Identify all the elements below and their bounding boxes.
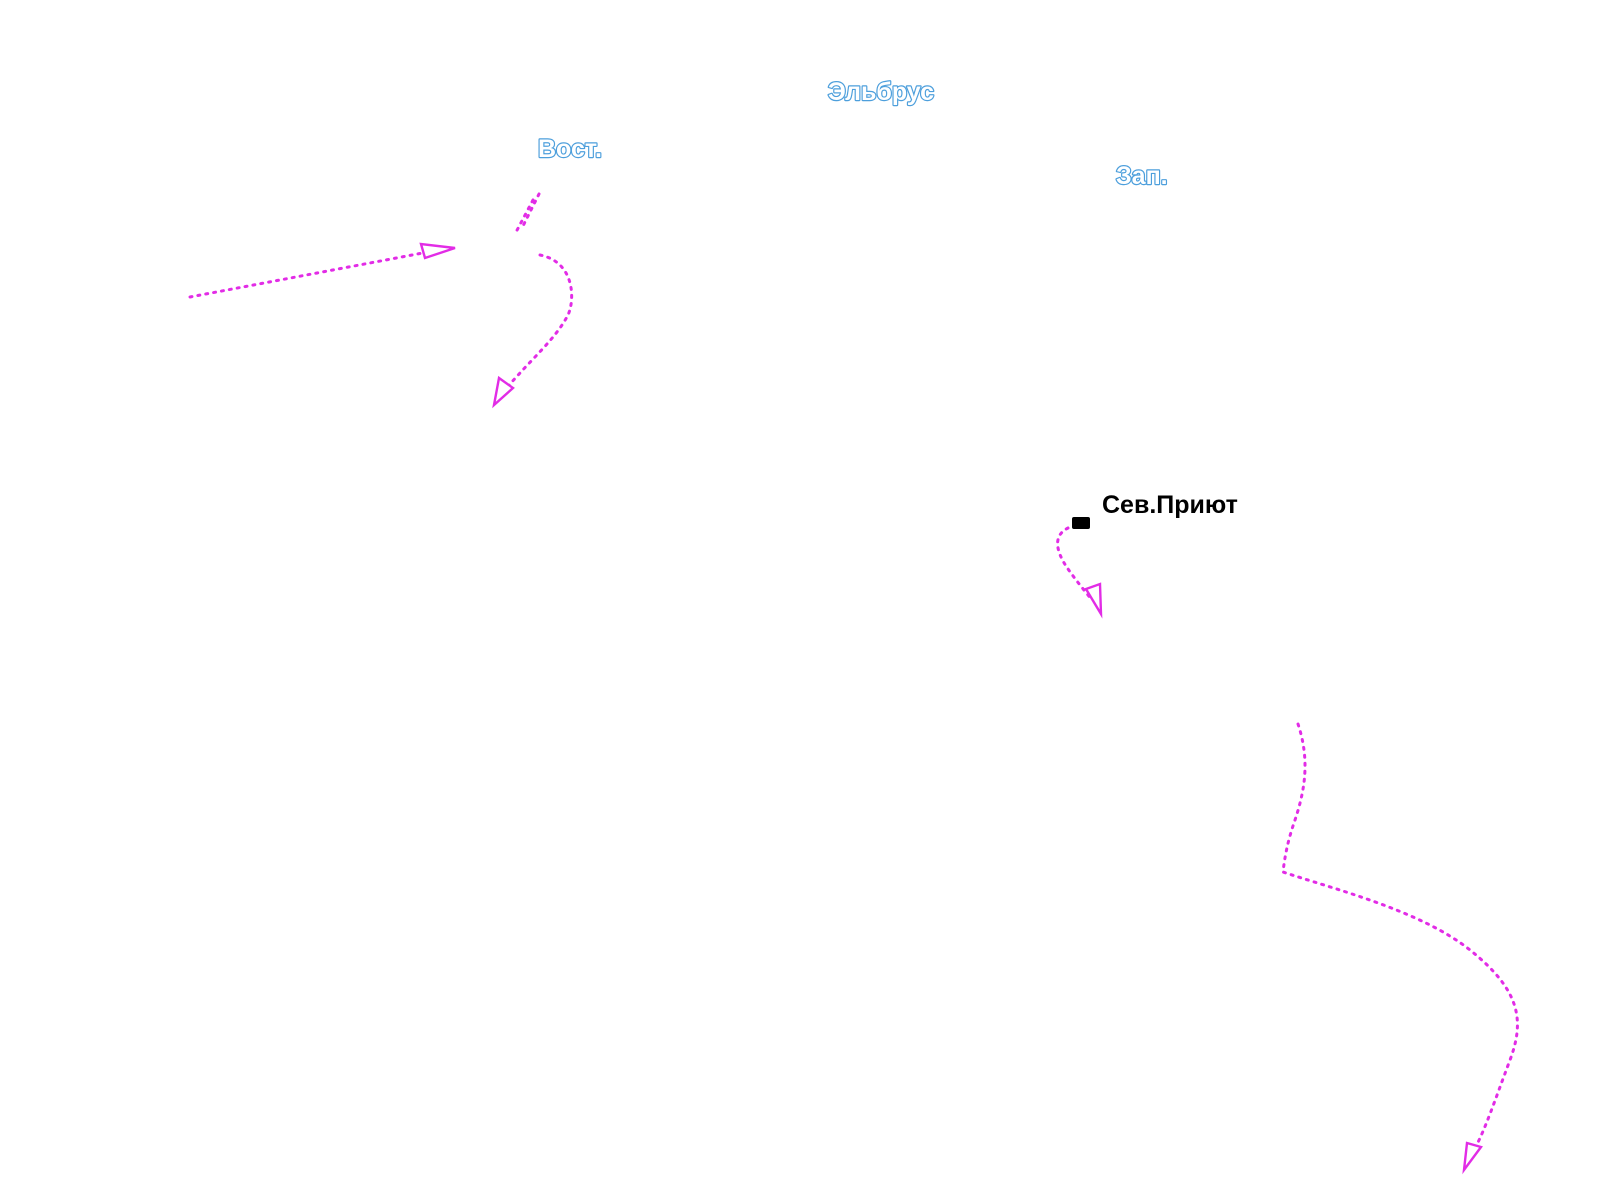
elbrus-label: Эльбрус <box>828 78 934 106</box>
route-east-summit-segment-a <box>520 192 541 230</box>
arrow-icon <box>419 242 456 260</box>
route-east-summit-segment-b <box>513 198 535 236</box>
north-hut-label: Сев.Приют <box>1102 491 1238 519</box>
route-hut-descent <box>1056 526 1094 602</box>
routes <box>188 192 1519 1175</box>
route-southeast <box>1281 722 1519 1150</box>
arrow-icon <box>1462 1141 1483 1175</box>
hut-marker-icon <box>1072 517 1090 529</box>
arrow-icon <box>1084 582 1103 619</box>
arrow-icon <box>492 375 515 409</box>
east-summit-label: Вост. <box>538 135 602 163</box>
route-west-approach <box>188 250 430 299</box>
route-east-descent <box>503 253 574 392</box>
west-summit-label: Зап. <box>1116 162 1168 190</box>
